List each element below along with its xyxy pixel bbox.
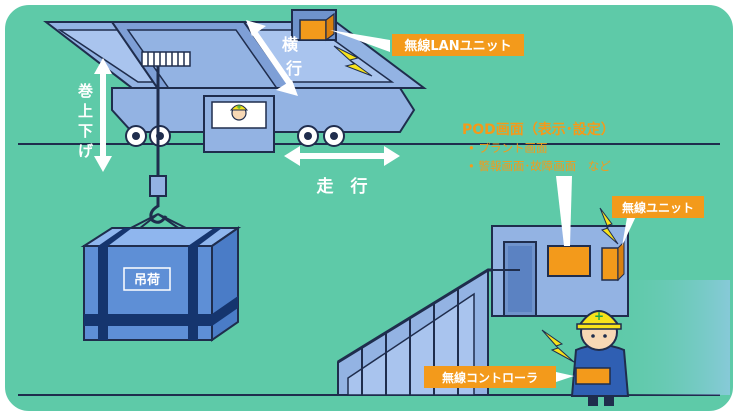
suspended-load: [80, 226, 242, 342]
wireless-unit-device: [601, 247, 619, 281]
traverse-label-1: 横: [282, 35, 299, 54]
pod-screen-device: [547, 245, 591, 277]
wireless-lan-unit-label-box: [392, 34, 524, 56]
wireless-controller-device: [575, 367, 611, 385]
load-label-box: [123, 267, 171, 291]
pod-screen-item-alarm: • 警報画面･故障画面 など: [468, 159, 611, 173]
pod-screen-title: POD画面（表示･設定）: [462, 121, 615, 138]
traverse-arrow-icon: [246, 20, 298, 96]
worker-with-controller: +: [541, 309, 630, 406]
hoist-label-1: 巻: [77, 82, 93, 100]
pod-screen-item-plant: • プラント画面: [468, 141, 547, 155]
hoist-label-4: げ: [78, 142, 94, 160]
svg-text:+: +: [236, 103, 242, 111]
hoist-label-3: 下: [78, 122, 93, 140]
hoist-label-2: 上: [78, 102, 93, 120]
wireless-controller-label: 無線コントローラ: [442, 370, 538, 385]
lightning-icon: [599, 207, 619, 245]
hoist-arrow-icon: [94, 58, 112, 172]
load-label: 吊荷: [134, 272, 160, 288]
wireless-unit-label-box: [612, 196, 704, 218]
lightning-icon: [541, 329, 575, 363]
wireless-lan-unit-device: [299, 12, 373, 77]
traverse-label-2: 行: [285, 59, 302, 78]
lightning-icon: [333, 45, 373, 77]
overhead-crane: +: [43, 9, 427, 153]
svg-text:+: +: [594, 309, 604, 323]
travel-arrow-icon: [284, 146, 400, 166]
wireless-controller-label-box: [424, 366, 556, 388]
travel-label: 走 行: [317, 176, 368, 197]
wireless-unit-label: 無線ユニット: [622, 200, 694, 215]
wireless-lan-unit-label: 無線LANユニット: [404, 38, 511, 54]
